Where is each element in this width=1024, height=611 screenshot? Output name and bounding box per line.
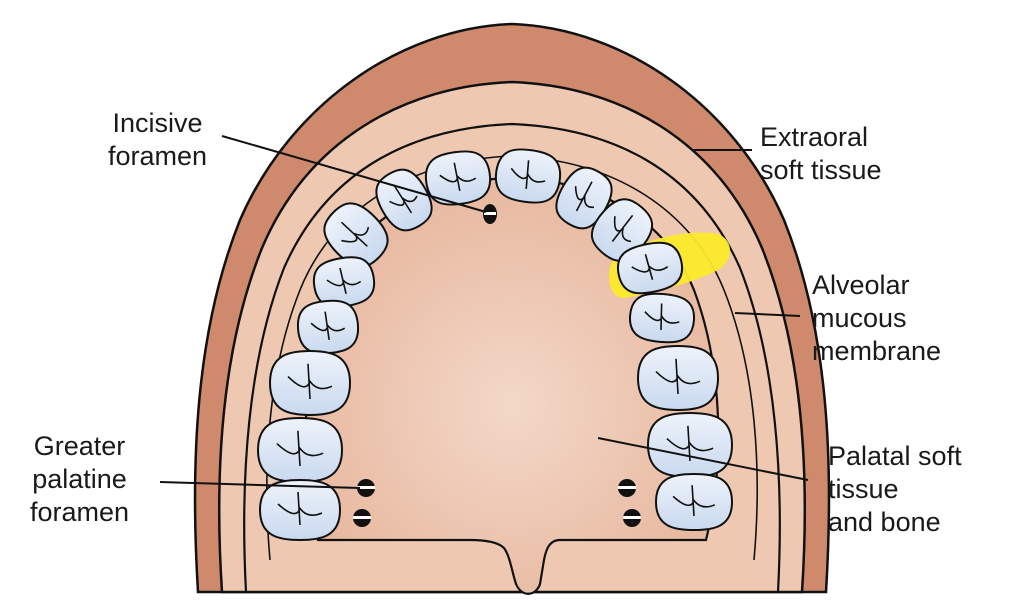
label-greater-palatine-foramen: Greater palatine foramen	[30, 430, 129, 529]
lesser-palatine-foramen-right	[623, 509, 641, 527]
label-incisive-foramen-line1: Incisive	[112, 108, 203, 138]
lesser-palatine-foramen-left	[353, 509, 371, 527]
label-palatal-line1: Palatal soft	[828, 441, 962, 471]
tooth-second-molar-right	[646, 411, 734, 479]
label-alveolar-mucous-membrane: Alveolar mucous membrane	[812, 269, 941, 368]
leader-incisive-foramen	[221, 135, 487, 213]
tooth-central-incisor-right	[494, 148, 562, 204]
tooth-second-molar-left	[256, 416, 344, 484]
label-alveolar-line1: Alveolar	[812, 270, 910, 300]
label-extraoral-soft-tissue: Extraoral soft tissue	[760, 121, 882, 187]
label-incisive-foramen-line2: foramen	[108, 141, 208, 171]
label-greater-palatine-line3: foramen	[30, 497, 130, 527]
label-extraoral-line1: Extraoral	[760, 122, 869, 152]
greater-palatine-foramen-left	[357, 479, 375, 497]
incisive-foramen-marker	[483, 204, 497, 224]
tooth-canine-right	[591, 198, 653, 262]
label-palatal-soft-tissue-and-bone: Palatal soft tissue and bone	[828, 440, 962, 539]
leader-alveolar-mucous-membrane	[734, 312, 801, 317]
leader-palatal-soft-tissue	[597, 437, 809, 481]
tooth-third-molar-right	[654, 472, 734, 532]
label-incisive-foramen: Incisive foramen	[108, 107, 207, 173]
tooth-first-premolar-right	[616, 241, 684, 295]
tooth-first-molar-right	[636, 344, 720, 412]
tooth-central-incisor-left	[424, 150, 492, 206]
label-alveolar-line3: membrane	[812, 336, 942, 366]
tooth-second-premolar-right	[629, 292, 695, 344]
greater-palatine-foramen-right	[618, 479, 636, 497]
tooth-third-molar-left	[258, 478, 342, 542]
label-palatal-line2: tissue	[828, 474, 899, 504]
label-alveolar-line2: mucous	[812, 303, 907, 333]
teeth-group	[256, 148, 734, 542]
label-extraoral-line2: soft tissue	[760, 155, 882, 185]
label-greater-palatine-line2: palatine	[32, 464, 127, 494]
tooth-second-premolar-left	[297, 299, 359, 355]
alveolar-inner-line	[243, 122, 781, 593]
label-palatal-line3: and bone	[828, 507, 941, 537]
label-greater-palatine-line1: Greater	[33, 431, 126, 461]
leader-greater-palatine-foramen	[159, 481, 361, 489]
tooth-first-molar-left	[268, 349, 352, 417]
